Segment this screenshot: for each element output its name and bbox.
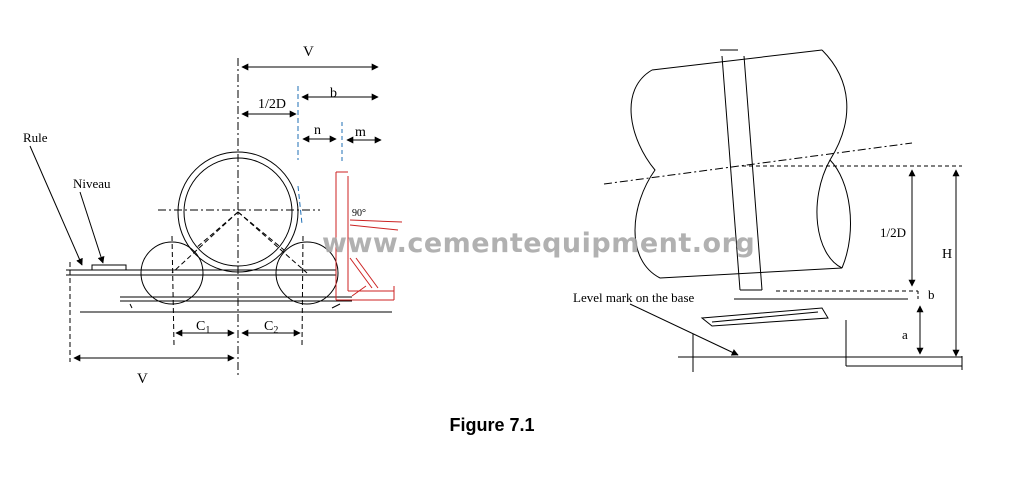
base-tick xyxy=(331,303,341,309)
kiln-shell-outline xyxy=(630,69,661,279)
roller-left xyxy=(140,241,204,305)
rule-leader xyxy=(29,145,83,266)
construction-line xyxy=(237,211,308,274)
roller-right-axis xyxy=(301,235,304,346)
half-d-label: 1/2D xyxy=(258,97,286,112)
base-tick xyxy=(129,303,133,309)
construction-line xyxy=(195,211,239,249)
kiln-shell-outer xyxy=(177,151,299,273)
kiln-shell-inner xyxy=(183,157,293,267)
b-label: b xyxy=(330,86,337,101)
kiln-shell-right-end-inner xyxy=(829,159,852,269)
kiln-shell-right-end xyxy=(816,49,848,269)
red-square-tool xyxy=(335,171,403,301)
a-label: a xyxy=(902,327,908,342)
m-label: m xyxy=(355,125,366,140)
c1-label: C1 xyxy=(196,319,210,336)
kiln-axis xyxy=(603,142,913,185)
kiln-shell-bottom xyxy=(659,267,843,279)
level-mark-label: Level mark on the base xyxy=(573,290,695,305)
construction-line xyxy=(171,211,239,274)
roller-right xyxy=(275,241,339,305)
niveau-label: Niveau xyxy=(73,176,111,191)
niveau-level xyxy=(91,264,127,271)
h-label: H xyxy=(942,247,952,262)
c2-label: C2 xyxy=(264,319,278,336)
angle-label: 90° xyxy=(352,208,366,219)
right-b-label: b xyxy=(928,287,935,302)
tyre-edge xyxy=(721,55,741,291)
v-top-label: V xyxy=(303,44,314,60)
tyre-edge xyxy=(743,55,763,291)
figure-caption: Figure 7.1 xyxy=(449,415,534,435)
rule-label: Rule xyxy=(23,130,48,145)
right-diagram xyxy=(603,49,963,372)
watermark: www.cementequipment.org xyxy=(322,228,755,259)
left-diagram xyxy=(29,58,403,378)
right-half-d-label: 1/2D xyxy=(880,225,906,240)
level-mark-leader xyxy=(629,303,739,356)
n-label: n xyxy=(314,123,321,138)
wedge-block-inner xyxy=(711,311,819,323)
kiln-shell-top xyxy=(651,49,823,71)
construction-line xyxy=(237,211,285,251)
roller-left-axis xyxy=(171,235,175,346)
niveau-leader xyxy=(79,191,105,264)
wedge-block xyxy=(700,307,829,327)
v-bottom-label: V xyxy=(137,371,148,387)
shell-edge-line-lower xyxy=(297,185,303,225)
